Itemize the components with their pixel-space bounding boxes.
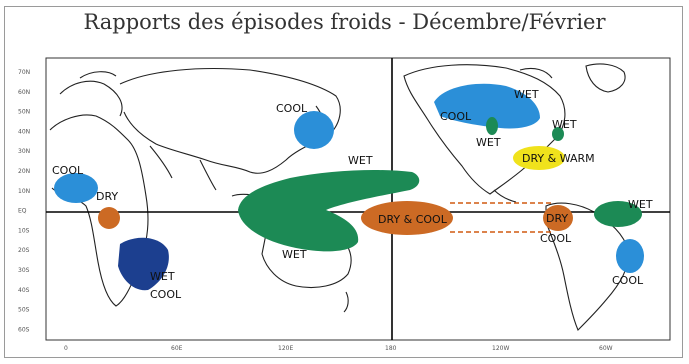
label-cool-east-asia: COOL — [276, 102, 308, 115]
lon-tick-label: 0 — [64, 345, 68, 352]
wet-region-north-america-east — [552, 127, 564, 141]
lat-tick-label: 50N — [18, 109, 30, 116]
label-wet-north-america-3: WET — [552, 118, 577, 131]
map-title: Rapports des épisodes froids - Décembre/… — [83, 10, 606, 34]
lat-tick-label: EQ — [18, 208, 27, 215]
lon-tick-label: 60W — [599, 345, 613, 352]
cool-region-east-asia — [294, 111, 334, 149]
label-wet-australia: WET — [282, 248, 307, 261]
lat-tick-label: 10S — [18, 227, 30, 234]
lat-tick-label: 40N — [18, 128, 30, 135]
label-wet-north-america-2: WET — [476, 136, 501, 149]
label-cool-west-africa: COOL — [52, 164, 84, 177]
lat-tick-label: 70N — [18, 69, 30, 76]
dry-cool-region-pacific — [361, 201, 453, 235]
lat-tick-label: 40S — [18, 287, 30, 294]
label-cool-south-africa: COOL — [150, 288, 182, 301]
lat-tick-label: 60S — [18, 326, 30, 333]
dry-cool-region-south-america — [543, 205, 573, 231]
cool-region-southeast-brazil — [616, 239, 644, 273]
label-cool-southeast-brazil: COOL — [612, 274, 644, 287]
lat-tick-label: 20N — [18, 168, 30, 175]
longitude-tick-labels: 0 60E 120E 180 120W 60W — [64, 345, 613, 352]
wet-region-north-america-west — [486, 117, 498, 135]
wet-region-central-pacific — [238, 170, 420, 252]
label-wet-south-africa: WET — [150, 270, 175, 283]
label-wet-northeast-brazil: WET — [628, 198, 653, 211]
label-cool-south-america: COOL — [540, 232, 572, 245]
wet-region-northeast-brazil — [594, 201, 642, 227]
dry-region-central-africa — [98, 207, 120, 229]
lon-tick-label: 60E — [171, 345, 183, 352]
lon-tick-label: 120E — [278, 345, 293, 352]
label-wet-central-pacific: WET — [348, 154, 373, 167]
dry-warm-region-gulf — [513, 146, 565, 170]
label-dry-central-africa: DRY — [96, 190, 118, 203]
lat-tick-label: 50S — [18, 307, 30, 314]
cool-region-west-africa — [54, 173, 98, 203]
lat-tick-label: 20S — [18, 247, 30, 254]
label-dry-warm-gulf: DRY & WARM — [522, 152, 595, 165]
cool-region-north-america — [434, 83, 540, 129]
latitude-tick-labels: 70N 60N 50N 40N 30N 20N 10N EQ 10S 20S 30S 40S 50S 60… — [18, 69, 30, 333]
lat-tick-label: 60N — [18, 89, 30, 96]
label-cool-north-america: COOL — [440, 110, 472, 123]
lat-tick-label: 30N — [18, 148, 30, 155]
label-dry-cool-pacific: DRY & COOL — [378, 213, 448, 226]
label-wet-north-america-1: WET — [514, 88, 539, 101]
lon-tick-label: 120W — [492, 345, 509, 352]
wet-cool-region-south-africa — [118, 237, 169, 291]
lat-tick-label: 30S — [18, 267, 30, 274]
lat-tick-label: 10N — [18, 188, 30, 195]
label-dry-south-america: DRY — [546, 212, 568, 225]
lon-tick-label: 180 — [385, 345, 397, 352]
